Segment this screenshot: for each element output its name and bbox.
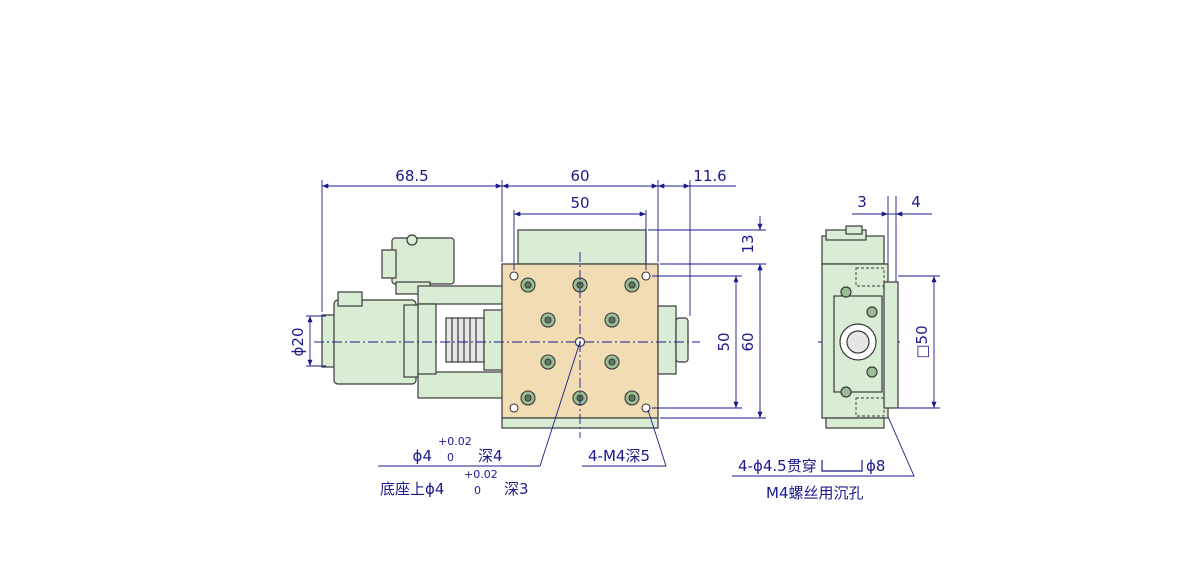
- dim-hole-pitch-x: 50: [570, 194, 589, 212]
- dim-top-offset: 13: [739, 234, 757, 253]
- dim-table-width: 60: [570, 167, 589, 185]
- stage-top-rail: [517, 229, 647, 265]
- note-base-pin-hole-suffix: 深3: [504, 480, 529, 498]
- tapped-hole: [641, 271, 651, 281]
- note-base-pin-hole-tol-upper: +0.02: [464, 468, 498, 481]
- dim-motor-length: 68.5: [395, 167, 428, 185]
- dim-side-b: 4: [911, 193, 921, 211]
- counterbore-symbol: [821, 460, 863, 472]
- note-counterbore-purpose: M4螺丝用沉孔: [766, 484, 864, 502]
- stage-knob-mount: [657, 305, 677, 375]
- dim-hole-pitch-y: 50: [715, 332, 733, 351]
- motor-flange: [337, 291, 363, 307]
- motor-assembly: [321, 234, 505, 399]
- note-pin-hole-prefix: ϕ4: [413, 447, 432, 465]
- note-pin-hole-suffix: 深4: [478, 447, 503, 465]
- note-counterbore: ϕ8: [866, 457, 885, 475]
- dim-side-a: 3: [857, 193, 867, 211]
- annotation-text: ϕ4 +0.02 0 深4 底座上ϕ4 +0.02 0 深3 4-M4深5 4-…: [380, 435, 885, 502]
- dimension-text: 68.5 60 11.6 50 13 50 60 ϕ20 3 4 □50: [289, 167, 931, 359]
- tapped-hole: [509, 271, 519, 281]
- note-base-pin-hole-prefix: 底座上ϕ4: [380, 480, 444, 498]
- motor-bracket-top: [417, 285, 505, 305]
- dimension-lines: [306, 180, 940, 477]
- motor-bracket-bottom: [417, 371, 505, 399]
- note-through-holes: 4-ϕ4.5贯穿: [738, 457, 817, 475]
- side-view: [821, 225, 899, 429]
- tapped-hole: [509, 403, 519, 413]
- note-pin-hole-tol-upper: +0.02: [438, 435, 472, 448]
- tapped-hole: [641, 403, 651, 413]
- side-plate: [883, 281, 899, 409]
- dim-table-height: 60: [739, 332, 757, 351]
- note-pin-hole-tol-lower: 0: [447, 451, 454, 464]
- dim-side-square: □50: [913, 325, 931, 358]
- dim-knob-offset: 11.6: [693, 167, 726, 185]
- note-tapped-holes: 4-M4深5: [588, 447, 650, 465]
- dim-motor-diameter: ϕ20: [289, 328, 307, 357]
- motor-connector: [391, 237, 455, 285]
- note-base-pin-hole-tol-lower: 0: [474, 484, 481, 497]
- stage-knob: [675, 317, 689, 363]
